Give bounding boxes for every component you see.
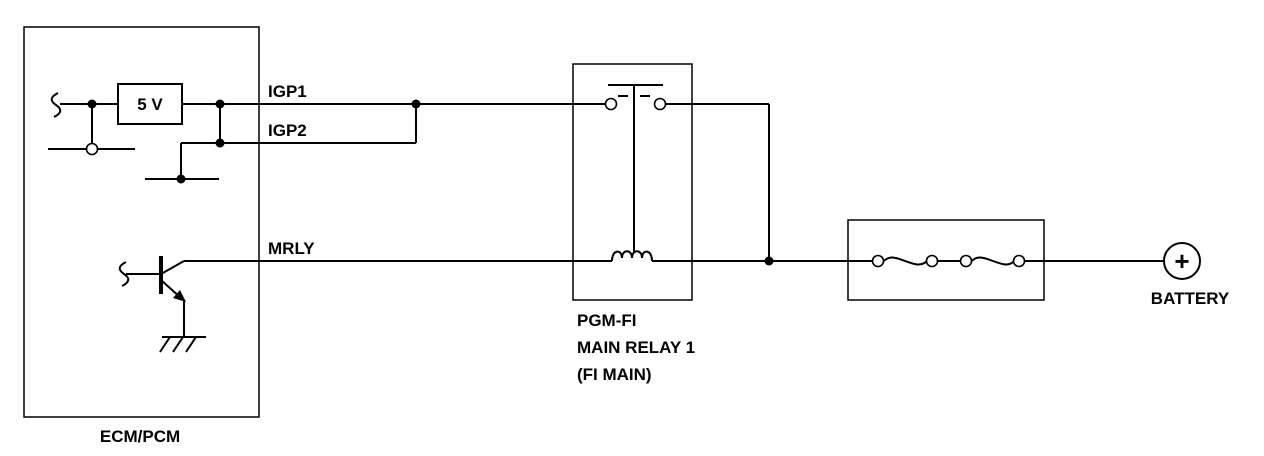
battery-terminal-icon — [1163, 242, 1201, 280]
fuse-terminal — [925, 254, 939, 268]
ecm-pcm-label: ECM/PCM — [100, 427, 180, 446]
driver-input-tilde-icon — [118, 261, 130, 287]
relay-label-line2: MAIN RELAY 1 — [577, 338, 695, 357]
ecm-pcm-box — [23, 26, 260, 418]
ground-hatch — [185, 336, 197, 353]
relay-coil-icon — [611, 250, 653, 262]
ground-hatch — [159, 336, 171, 353]
regulator-box — [117, 83, 183, 125]
battery-plus-symbol: + — [1174, 246, 1189, 276]
main-relay-box — [572, 63, 693, 301]
regulator-label: 5 V — [137, 95, 163, 114]
igp1-label: IGP1 — [268, 82, 307, 101]
relay-label-line3: (FI MAIN) — [577, 365, 652, 384]
sense-terminal — [85, 142, 99, 156]
relay-label-line1: PGM-FI — [577, 311, 637, 330]
fuse-terminal — [959, 254, 973, 268]
fuse-element-icon — [971, 256, 1015, 266]
mrly-label: MRLY — [268, 239, 315, 258]
junction-dot — [411, 99, 421, 109]
fuse-terminal — [1012, 254, 1026, 268]
relay-switch-terminal-out — [653, 97, 667, 111]
transistor-collector — [160, 260, 185, 275]
sensor-input-tilde-icon — [50, 92, 62, 118]
igp2-label: IGP2 — [268, 121, 307, 140]
junction-dot — [764, 256, 774, 266]
relay-switch-terminal-in — [604, 97, 618, 111]
ground-hatch — [172, 336, 184, 353]
transistor-emitter-arrow-icon — [173, 290, 186, 302]
fuse-element-icon — [883, 256, 928, 266]
battery-label: BATTERY — [1151, 289, 1230, 308]
fuse-terminal — [871, 254, 885, 268]
